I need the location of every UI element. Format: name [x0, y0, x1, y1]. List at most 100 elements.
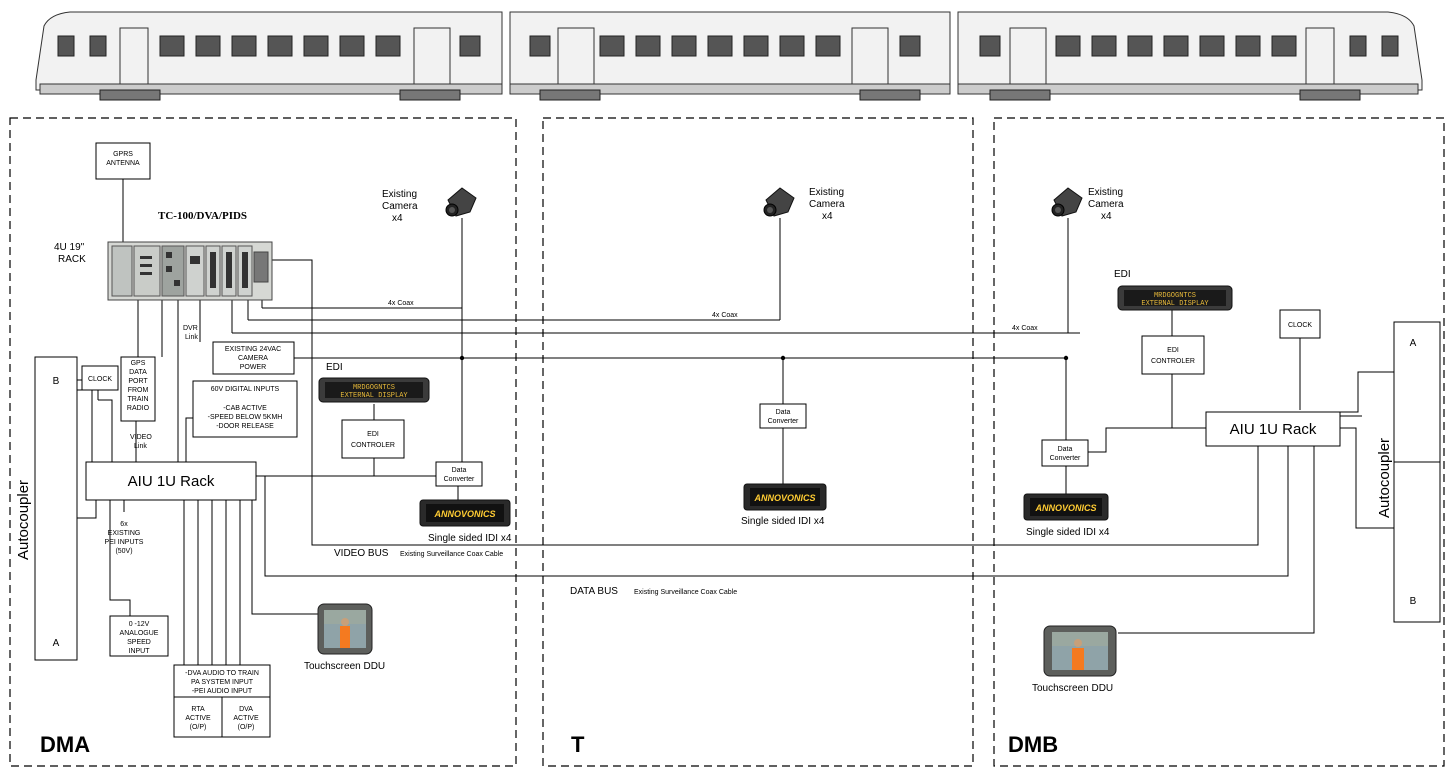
- t-coax-label: 4x Coax: [712, 312, 738, 319]
- svg-text:Data: Data: [776, 409, 791, 416]
- svg-text:AIU 1U Rack: AIU 1U Rack: [128, 473, 215, 490]
- svg-text:B: B: [53, 376, 60, 387]
- dmb-ddu: [1043, 625, 1117, 677]
- dmb-camera-icon: [1051, 187, 1083, 217]
- svg-text:B: B: [1410, 596, 1417, 607]
- train-illustration: [35, 11, 1423, 101]
- dmb-section-border: [993, 117, 1445, 767]
- svg-text:CAMERA: CAMERA: [238, 355, 268, 362]
- dmb-autocoupler-box: A B: [1393, 321, 1441, 623]
- svg-text:PA SYSTEM INPUT: PA SYSTEM INPUT: [191, 679, 254, 686]
- dma-camera-icon: [445, 187, 477, 217]
- pei-inputs-label: 6x EXISTING PEI INPUTS (50V): [105, 521, 144, 555]
- dma-clock-box: CLOCK: [81, 365, 119, 391]
- svg-text:Existing: Existing: [809, 187, 844, 198]
- dma-section-border: [9, 117, 517, 767]
- digital-inputs-box: 60V DIGITAL INPUTS -CAB ACTIVE -SPEED BE…: [192, 380, 298, 438]
- svg-text:ANTENNA: ANTENNA: [106, 160, 140, 167]
- svg-text:RTA: RTA: [191, 706, 205, 713]
- data-bus-label: DATA BUS: [570, 586, 618, 597]
- dmb-edi-controller: EDI CONTROLER: [1141, 335, 1205, 375]
- svg-text:GPS: GPS: [131, 360, 146, 367]
- rack-label-line1: 4U 19": [54, 242, 85, 253]
- svg-text:TRAIN: TRAIN: [128, 396, 149, 403]
- video-link-line1: VIDEO: [130, 434, 152, 441]
- svg-text:x4: x4: [1101, 211, 1112, 222]
- svg-text:GPRS: GPRS: [113, 151, 133, 158]
- svg-text:EXISTING 24VAC: EXISTING 24VAC: [225, 346, 281, 353]
- svg-text:EXTERNAL DISPLAY: EXTERNAL DISPLAY: [1141, 300, 1209, 308]
- svg-text:6x: 6x: [120, 521, 128, 528]
- dma-autocoupler-box: B A: [34, 356, 78, 661]
- svg-text:-PEI AUDIO INPUT: -PEI AUDIO INPUT: [192, 688, 253, 695]
- gps-data-port-box: GPS DATA PORT FROM TRAIN RADIO: [120, 356, 156, 422]
- tc-100-title: TC-100/DVA/PIDS: [158, 210, 247, 222]
- dmb-aiu-rack: AIU 1U Rack: [1205, 411, 1341, 447]
- svg-text:CLOCK: CLOCK: [1288, 322, 1312, 329]
- svg-text:x4: x4: [822, 211, 833, 222]
- dva-audio-box: -DVA AUDIO TO TRAIN PA SYSTEM INPUT -PEI…: [173, 664, 271, 698]
- dmb-camera-label: Existing Camera x4: [1088, 187, 1124, 222]
- svg-text:Camera: Camera: [1088, 199, 1124, 210]
- t-camera-label: Existing Camera x4: [809, 187, 845, 222]
- svg-text:EXTERNAL DISPLAY: EXTERNAL DISPLAY: [340, 392, 408, 400]
- svg-text:PORT: PORT: [128, 378, 148, 385]
- dma-car-label: DMA: [40, 732, 90, 757]
- dmb-coax-label: 4x Coax: [1012, 325, 1038, 332]
- dmb-edi-label: EDI: [1114, 269, 1131, 280]
- svg-text:(O/P): (O/P): [190, 724, 207, 731]
- svg-text:AIU 1U Rack: AIU 1U Rack: [1230, 421, 1317, 438]
- dma-edi-controller: EDI CONTROLER: [341, 419, 405, 459]
- svg-text:(O/P): (O/P): [238, 724, 255, 731]
- svg-text:Existing: Existing: [382, 189, 417, 200]
- svg-text:PEI INPUTS: PEI INPUTS: [105, 539, 144, 546]
- dmb-edi-display: MRDGOGNTCS EXTERNAL DISPLAY: [1117, 285, 1233, 311]
- dma-data-converter: Data Converter: [435, 461, 483, 487]
- dma-ddu-label: Touchscreen DDU: [304, 661, 385, 672]
- svg-text:DVA: DVA: [239, 706, 253, 713]
- dma-coax-label: 4x Coax: [388, 300, 414, 307]
- svg-text:ACTIVE: ACTIVE: [185, 715, 211, 722]
- svg-text:EDI: EDI: [1167, 347, 1179, 354]
- camera-power-box: EXISTING 24VAC CAMERA POWER: [212, 341, 295, 375]
- video-link-line2: Link: [134, 443, 147, 450]
- svg-text:DATA: DATA: [129, 369, 147, 376]
- svg-text:EXISTING: EXISTING: [108, 530, 141, 537]
- t-car-label: T: [571, 732, 585, 757]
- data-bus-note: Existing Surveillance Coax Cable: [634, 589, 737, 596]
- dmb-autocoupler-label: Autocoupler: [1376, 438, 1393, 518]
- dvr-link-line2: Link: [185, 334, 198, 341]
- dma-autocoupler-label: Autocoupler: [15, 480, 32, 560]
- dvr-link-line1: DVR: [183, 325, 198, 332]
- t-section-border: [542, 117, 974, 767]
- svg-text:Data: Data: [452, 467, 467, 474]
- svg-text:Converter: Converter: [444, 476, 475, 483]
- svg-text:Camera: Camera: [382, 201, 418, 212]
- svg-text:-CAB ACTIVE: -CAB ACTIVE: [223, 405, 267, 412]
- svg-text:CONTROLER: CONTROLER: [1151, 358, 1195, 365]
- dma-edi-display: MRDGOGNTCS EXTERNAL DISPLAY: [318, 377, 430, 403]
- svg-text:ANNOVONICS: ANNOVONICS: [753, 493, 815, 503]
- svg-text:POWER: POWER: [240, 364, 266, 371]
- svg-text:RADIO: RADIO: [127, 405, 150, 412]
- t-camera-icon: [763, 187, 795, 217]
- dma-camera-label: Existing Camera x4: [382, 189, 418, 224]
- dmb-data-converter: Data Converter: [1041, 439, 1089, 467]
- video-bus-label: VIDEO BUS: [334, 548, 389, 559]
- wiring: [77, 179, 1394, 665]
- svg-text:Converter: Converter: [1050, 455, 1081, 462]
- svg-text:ANNOVONICS: ANNOVONICS: [433, 509, 495, 519]
- dmb-idi-label: Single sided IDI x4: [1026, 527, 1110, 538]
- svg-text:60V DIGITAL INPUTS: 60V DIGITAL INPUTS: [211, 386, 280, 393]
- svg-text:ANNOVONICS: ANNOVONICS: [1034, 503, 1096, 513]
- svg-text:MRDGOGNTCS: MRDGOGNTCS: [1154, 292, 1196, 300]
- svg-text:(50V): (50V): [115, 548, 132, 555]
- svg-text:x4: x4: [392, 213, 403, 224]
- analogue-speed-box: 0 -12V ANALOGUE SPEED INPUT: [109, 615, 169, 657]
- svg-text:MRDGOGNTCS: MRDGOGNTCS: [353, 384, 395, 392]
- svg-text:INPUT: INPUT: [129, 648, 151, 655]
- svg-text:Converter: Converter: [768, 418, 799, 425]
- svg-text:Data: Data: [1058, 446, 1073, 453]
- tc-100-rack: [107, 241, 273, 301]
- dma-edi-label: EDI: [326, 362, 343, 373]
